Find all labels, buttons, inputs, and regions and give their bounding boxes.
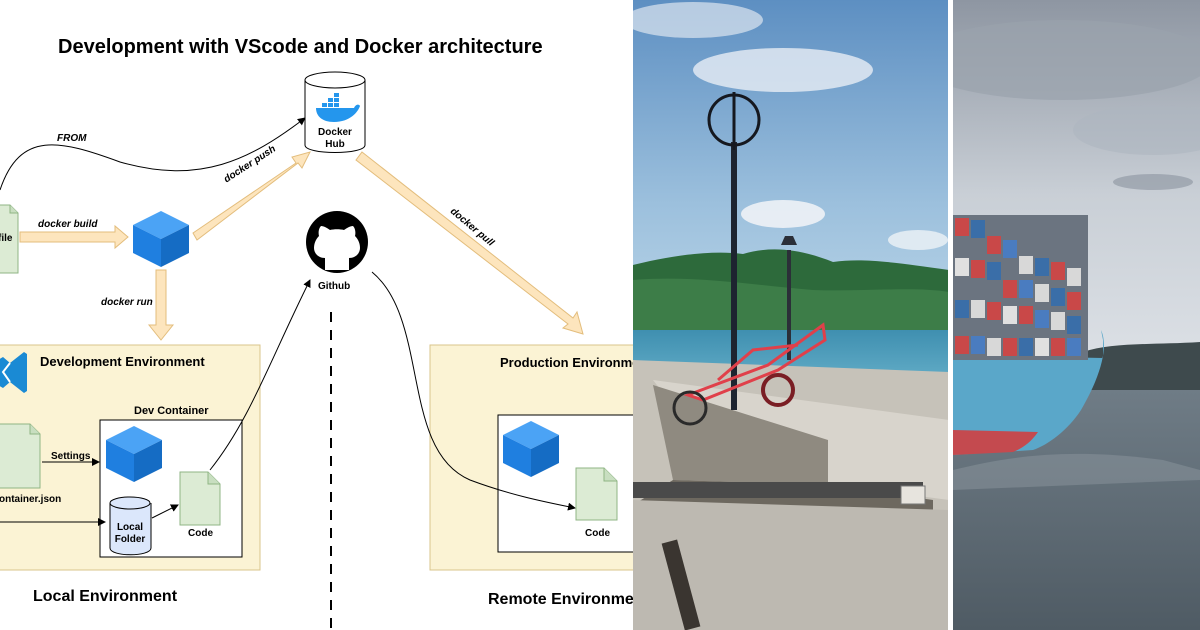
docker-build-arrow xyxy=(19,224,129,250)
production-code-document-icon xyxy=(575,467,618,521)
development-environment-title: Development Environment xyxy=(40,354,205,369)
docker-whale-icon xyxy=(316,93,360,122)
from-label: FROM xyxy=(57,133,87,144)
local-folder-label: Local Folder xyxy=(114,522,146,545)
settings-label: Settings xyxy=(51,451,91,462)
docker-pull-arrow xyxy=(355,151,584,335)
github-label: Github xyxy=(318,281,351,292)
photo-divider xyxy=(948,0,953,630)
container-stack xyxy=(953,215,1088,360)
docker-run-arrow xyxy=(147,269,175,341)
github-icon xyxy=(306,211,368,273)
production-cube-icon xyxy=(503,421,559,477)
ship-photo-illustration xyxy=(953,0,1200,630)
dev-container-title: Dev Container xyxy=(134,405,209,417)
local-folder-icon xyxy=(109,496,152,556)
container-ship-photo xyxy=(953,0,1200,630)
from-curve-arrow xyxy=(0,117,306,191)
harbor-pier-photo xyxy=(633,0,949,630)
docker-hub-label: Docker Hub xyxy=(318,127,352,150)
pier-photo-illustration xyxy=(633,0,949,630)
docker-build-label: docker build xyxy=(38,219,98,230)
vscode-icon xyxy=(0,352,27,393)
diagram-canvas xyxy=(0,71,633,630)
production-environment-title: Production Environme xyxy=(500,355,633,370)
code-document-icon xyxy=(179,471,221,526)
remote-environment-title: Remote Environme xyxy=(488,591,633,608)
code-label: Code xyxy=(188,528,213,539)
production-code-label: Code xyxy=(585,528,610,539)
local-environment-title: Local Environment xyxy=(33,588,178,605)
docker-image-cube-icon xyxy=(133,211,189,267)
devcontainer-json-document-icon xyxy=(0,423,41,489)
github-to-production-arrow xyxy=(371,271,576,511)
docker-run-label: docker run xyxy=(101,297,153,308)
architecture-diagram: Development with VScode and Docker archi… xyxy=(0,36,633,630)
dev-container-cube-icon xyxy=(106,426,162,482)
dockerfile-document-icon xyxy=(0,204,19,274)
dockerfile-label: file xyxy=(0,233,13,244)
docker-push-arrow xyxy=(192,151,311,241)
folder-to-code-arrow xyxy=(151,504,179,519)
code-to-github-arrow xyxy=(209,279,311,471)
diagram-title: Development with VScode and Docker archi… xyxy=(58,36,543,58)
devcontainer-json-label: ontainer.json xyxy=(0,494,62,505)
